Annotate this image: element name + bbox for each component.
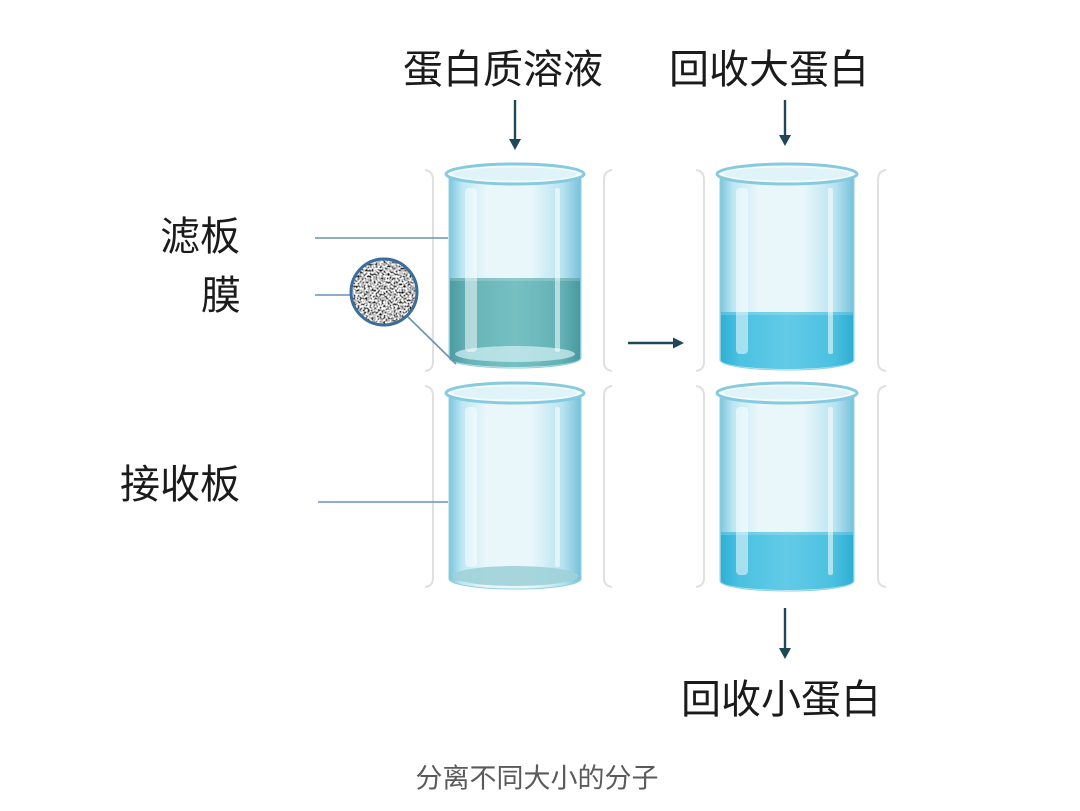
beaker-bottom — [452, 566, 578, 586]
label-recover-large-protein: 回收大蛋白 — [669, 47, 869, 93]
membrane-bottom — [455, 346, 575, 362]
arrow-down-into-filter-plate — [509, 100, 521, 150]
pointer-membrane-right — [406, 315, 457, 365]
small-protein-liquid — [721, 532, 853, 590]
membrane-texture-magnifier — [349, 257, 419, 327]
arrow-down-recover-large — [779, 100, 791, 146]
filter-plate-well-after — [715, 162, 859, 371]
receiver-plate-well-after — [715, 381, 859, 592]
arrow-down-recover-small — [779, 608, 791, 659]
protein-solution-liquid — [450, 278, 580, 367]
label-filter-plate: 滤板 — [160, 214, 240, 260]
beaker-body — [448, 392, 582, 590]
label-protein-solution: 蛋白质溶液 — [403, 47, 603, 93]
receiver-plate-well-before — [444, 381, 586, 590]
label-membrane: 膜 — [201, 273, 241, 319]
filter-plate-well-before — [444, 162, 586, 369]
plate-brackets — [424, 169, 887, 588]
label-receiver-plate: 接收板 — [120, 462, 240, 508]
arrow-right-process — [628, 337, 684, 349]
figure-caption: 分离不同大小的分子 — [416, 764, 659, 795]
label-recover-small-protein: 回收小蛋白 — [681, 677, 881, 723]
large-protein-liquid — [721, 312, 853, 369]
